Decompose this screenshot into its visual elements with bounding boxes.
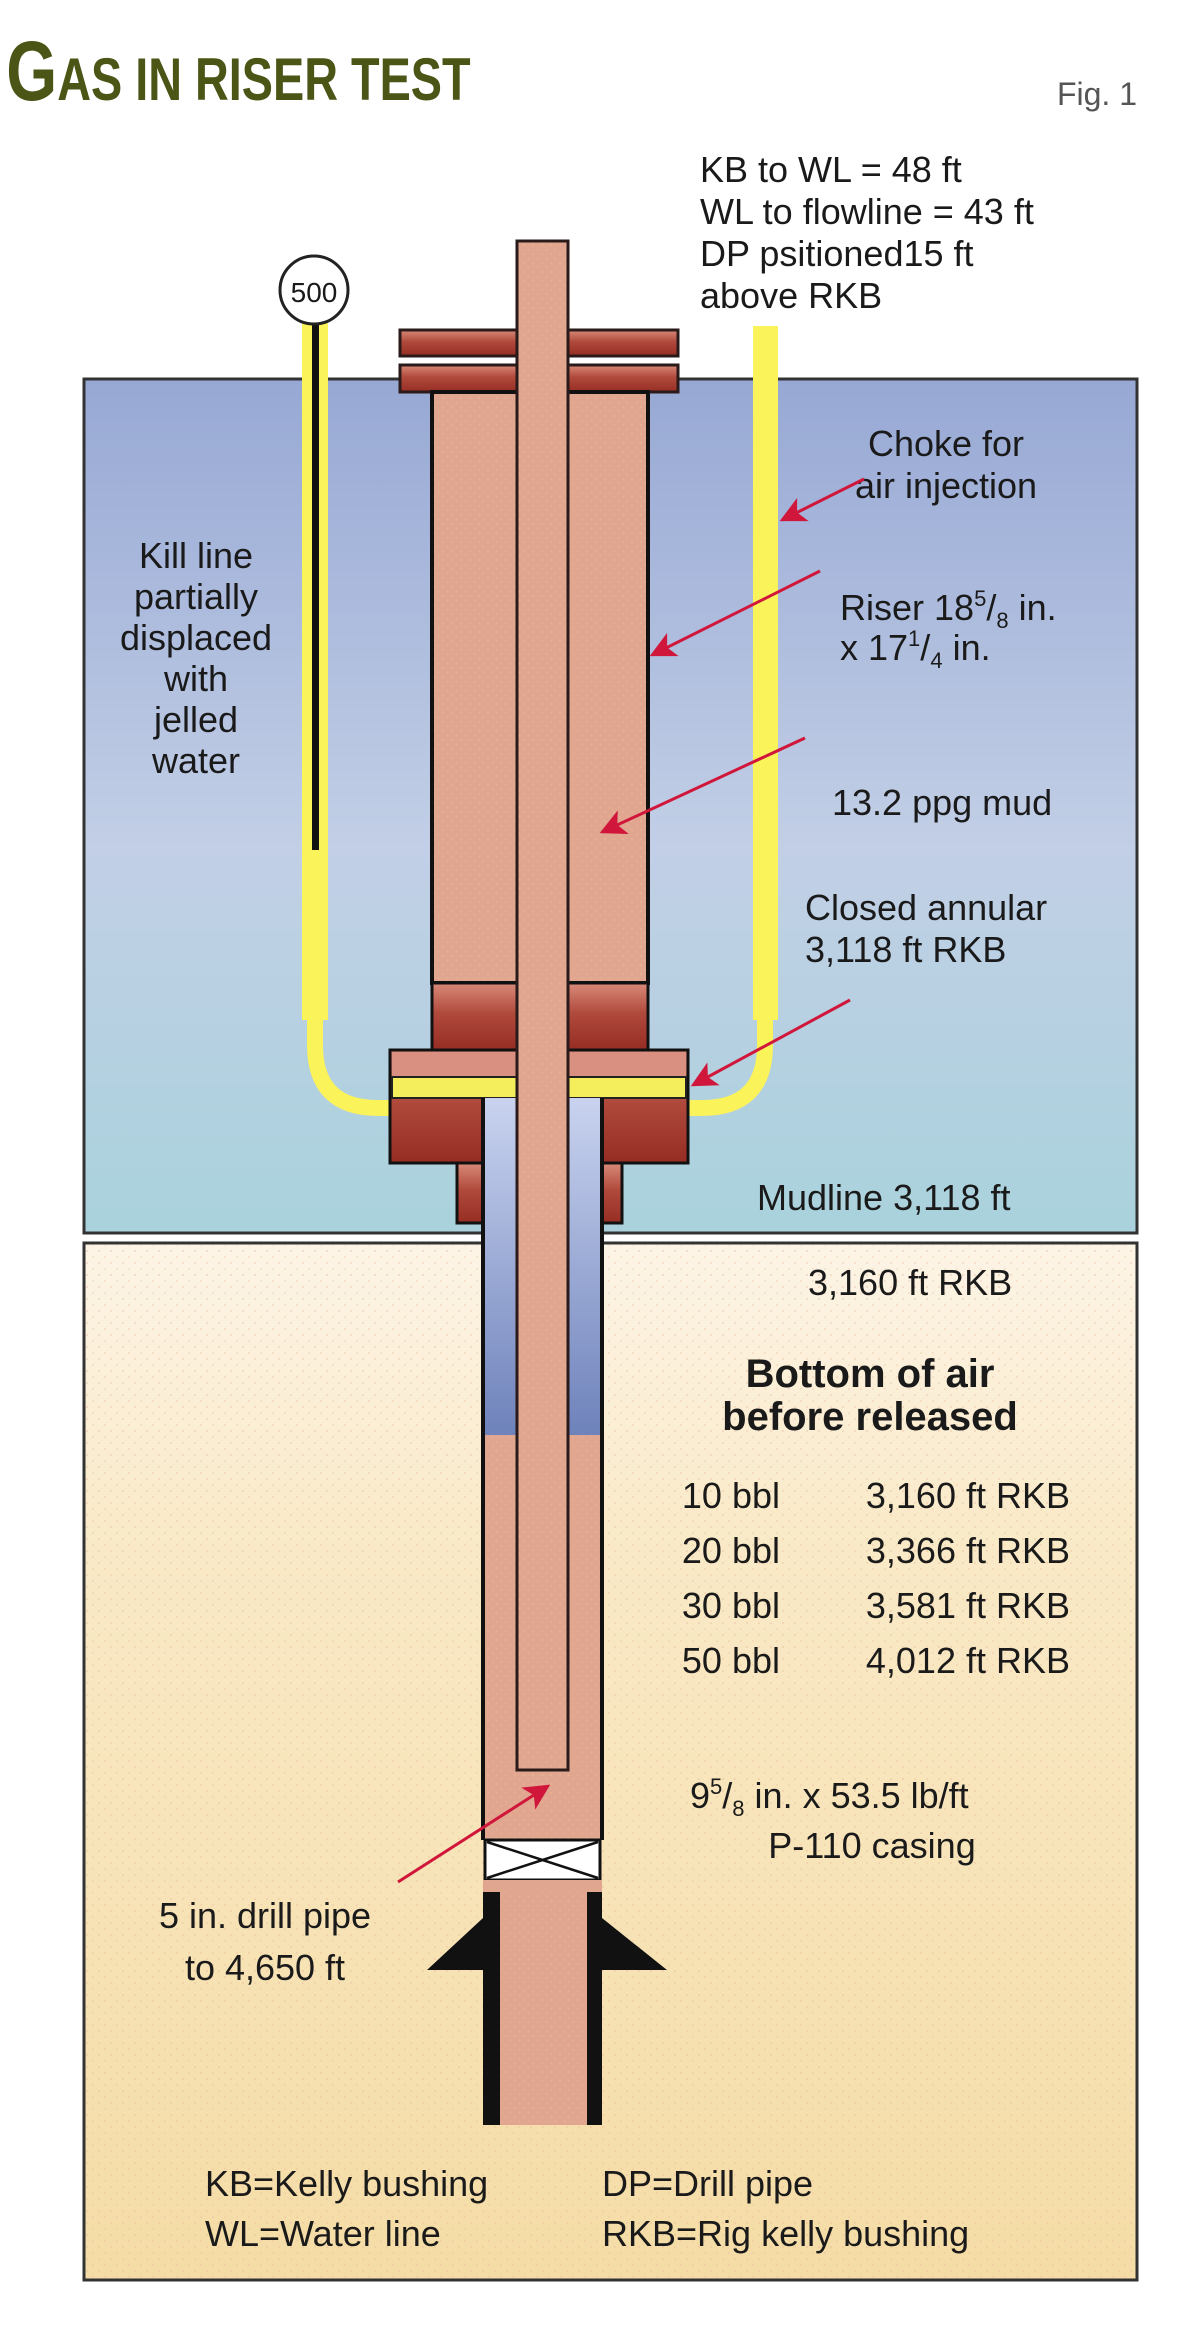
svg-text:Choke for: Choke for bbox=[868, 423, 1024, 464]
svg-text:with: with bbox=[163, 658, 228, 699]
air-table: Bottom of air before released 10 bbl 3,1… bbox=[682, 1352, 1070, 1681]
top-note-line: WL to flowline = 43 ft bbox=[700, 191, 1034, 232]
svg-text:Closed annular: Closed annular bbox=[805, 887, 1047, 928]
svg-text:x 171/4 in.: x 171/4 in. bbox=[840, 626, 991, 673]
svg-text:Kill line: Kill line bbox=[139, 535, 253, 576]
title-rest: AS IN RISER TEST bbox=[57, 46, 471, 113]
svg-text:3,118 ft RKB: 3,118 ft RKB bbox=[805, 929, 1006, 970]
air-table-volume: 30 bbl bbox=[682, 1585, 780, 1626]
top-note-line: above RKB bbox=[700, 275, 882, 316]
casing-label: 95/8 in. x 53.5 lb/ft P-110 casing bbox=[690, 1774, 976, 1866]
casing-shoe bbox=[427, 1880, 667, 2125]
riser-arrow bbox=[649, 569, 821, 657]
legend-item: DP=Drill pipe bbox=[602, 2163, 813, 2204]
choke-line bbox=[688, 326, 778, 1116]
top-note-line: DP psitioned15 ft bbox=[700, 233, 974, 274]
svg-text:jelled: jelled bbox=[153, 699, 238, 740]
drill-pipe-arrow bbox=[397, 1784, 551, 1884]
figure-title: GAS IN RISER TEST bbox=[6, 24, 470, 118]
rkb-depth-label: 3,160 ft RKB bbox=[808, 1262, 1012, 1303]
mudline-label: Mudline 3,118 ft bbox=[757, 1177, 1011, 1218]
annular-arrow bbox=[690, 998, 851, 1087]
pressure-gauge: 500 bbox=[278, 254, 350, 326]
top-note-line: KB to WL = 48 ft bbox=[700, 149, 962, 190]
air-table-heading: Bottom of air bbox=[746, 1352, 995, 1396]
legend-item: WL=Water line bbox=[205, 2213, 441, 2254]
kill-line bbox=[302, 320, 392, 1116]
choke-arrow bbox=[779, 477, 865, 522]
top-notes: KB to WL = 48 ft WL to flowline = 43 ft … bbox=[700, 149, 1034, 316]
mud-arrow bbox=[599, 736, 806, 834]
legend: KB=Kelly bushing DP=Drill pipe WL=Water … bbox=[205, 2163, 969, 2254]
drill-pipe-label: 5 in. drill pipe to 4,650 ft bbox=[159, 1895, 371, 1988]
svg-text:95/8 in. x 53.5 lb/ft: 95/8 in. x 53.5 lb/ft bbox=[690, 1774, 969, 1821]
gauge-icon bbox=[278, 254, 350, 326]
svg-text:Riser 185/8 in.: Riser 185/8 in. bbox=[840, 586, 1057, 633]
svg-text:to 4,650 ft: to 4,650 ft bbox=[185, 1947, 345, 1988]
svg-text:partially: partially bbox=[134, 576, 258, 617]
legend-item: KB=Kelly bushing bbox=[205, 2163, 488, 2204]
riser-label: Riser 185/8 in. x 171/4 in. bbox=[840, 586, 1057, 673]
packer bbox=[483, 1838, 602, 1882]
mud-label: 13.2 ppg mud bbox=[832, 782, 1052, 823]
air-table-depth: 3,581 ft RKB bbox=[866, 1585, 1070, 1626]
svg-text:displaced: displaced bbox=[120, 617, 272, 658]
air-table-depth: 3,160 ft RKB bbox=[866, 1475, 1070, 1516]
air-table-depth: 4,012 ft RKB bbox=[866, 1640, 1070, 1681]
air-table-volume: 20 bbl bbox=[682, 1530, 780, 1571]
title-first-letter: G bbox=[6, 24, 57, 118]
gauge-reading: 500 bbox=[291, 277, 338, 308]
air-table-volume: 50 bbl bbox=[682, 1640, 780, 1681]
legend-item: RKB=Rig kelly bushing bbox=[602, 2213, 969, 2254]
air-table-volume: 10 bbl bbox=[682, 1475, 780, 1516]
svg-text:water: water bbox=[151, 740, 240, 781]
kill-line-label: Kill line partially displaced with jelle… bbox=[120, 535, 272, 781]
svg-text:air injection: air injection bbox=[855, 465, 1037, 506]
svg-text:5 in. drill pipe: 5 in. drill pipe bbox=[159, 1895, 371, 1936]
choke-label: Choke for air injection bbox=[855, 423, 1037, 506]
figure-label: Fig. 1 bbox=[1057, 76, 1137, 112]
air-table-heading: before released bbox=[722, 1395, 1018, 1439]
shoe-right-icon bbox=[602, 1918, 667, 1970]
air-table-depth: 3,366 ft RKB bbox=[866, 1530, 1070, 1571]
shoe-left-icon bbox=[427, 1918, 483, 1970]
sediment-texture bbox=[86, 1245, 1135, 2278]
svg-text:P-110 casing: P-110 casing bbox=[768, 1825, 975, 1866]
annular-label: Closed annular 3,118 ft RKB bbox=[805, 887, 1047, 970]
